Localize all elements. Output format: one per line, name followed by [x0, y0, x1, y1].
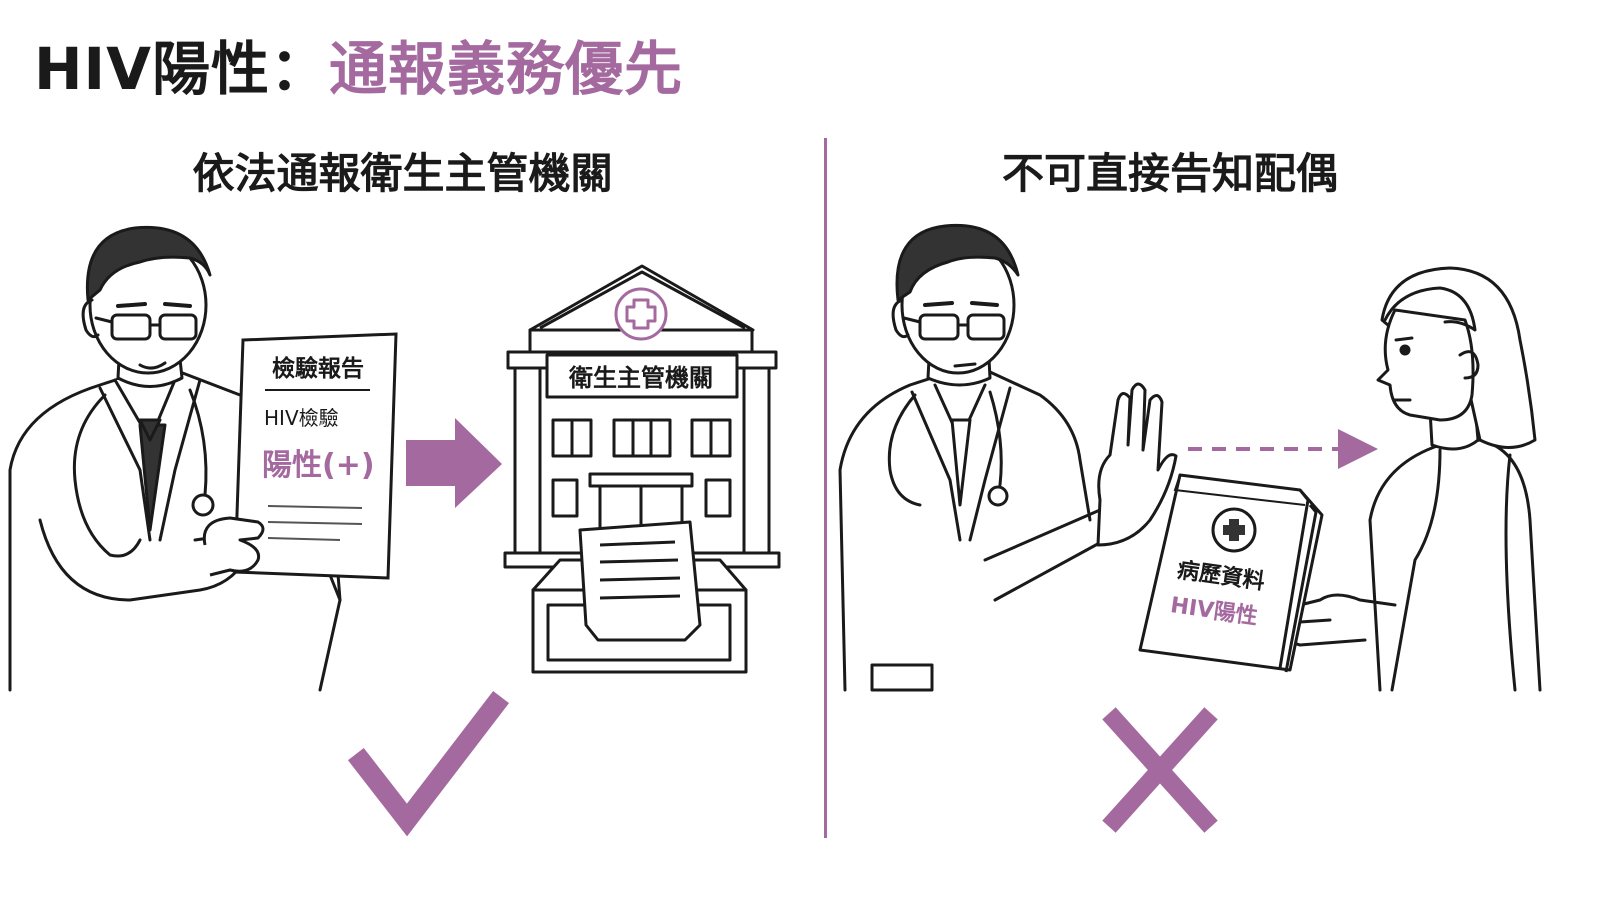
- doctor-figure-right: [838, 223, 1178, 692]
- check-mark-icon: [347, 690, 510, 837]
- panel-divider: [824, 138, 827, 838]
- report-result: 陽性(+): [262, 448, 375, 483]
- report-arrow-icon: [406, 418, 502, 508]
- title-main: HIV陽性：: [34, 35, 330, 103]
- agency-sign-label: 衛生主管機關: [568, 364, 713, 392]
- report-title: 檢驗報告: [272, 355, 364, 382]
- right-heading: 不可直接告知配偶: [1001, 149, 1338, 198]
- page-title: HIV陽性：通報義務優先: [34, 22, 683, 106]
- left-heading: 依法通報衛生主管機關: [192, 149, 613, 198]
- medical-record-folder: 病歷資料 HIV陽性: [1138, 473, 1324, 673]
- spouse-figure: [1282, 266, 1542, 692]
- lab-report-paper: 檢驗報告 HIV檢驗 陽性(+): [202, 332, 398, 580]
- title-accent: 通報義務優先: [329, 35, 684, 103]
- cross-mark-icon: [1102, 707, 1218, 833]
- report-test-name: HIV檢驗: [264, 406, 339, 430]
- health-agency-building: [503, 264, 781, 674]
